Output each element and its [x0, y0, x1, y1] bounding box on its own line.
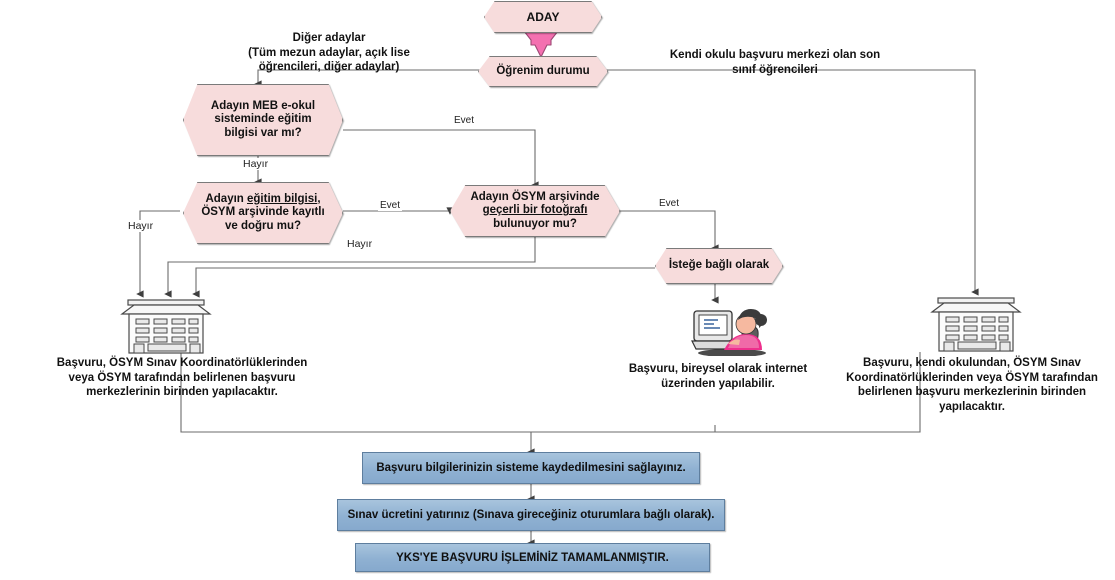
photo-check-text-b: bulunuyor mu?: [493, 217, 577, 230]
right-building-icon: [930, 297, 1022, 352]
step-box-2-label: Sınav ücretini yatırınız (Sınava gireceğ…: [347, 509, 715, 521]
node-education-status[interactable]: Öğrenim durumu: [478, 56, 608, 87]
caption-right-line4: yapılacaktır.: [939, 401, 1005, 414]
step-box-1-label: Başvuru bilgilerinizin sisteme kaydedilm…: [376, 462, 686, 474]
branch-label-own-school-line1: Kendi okulu başvuru merkezi olan son: [669, 49, 881, 61]
node-start-label: ADAY: [484, 1, 602, 33]
node-optional-label: İsteğe bağlı olarak: [655, 248, 783, 284]
caption-center: Başvuru, bireysel olarak internet üzerin…: [618, 362, 818, 391]
node-start[interactable]: ADAY: [484, 1, 602, 33]
caption-left-line2: veya ÖSYM tarafından belirlenen başvuru: [68, 371, 296, 384]
edge-label-no-3: Hayır: [345, 238, 375, 250]
branch-label-other-candidates-line2: (Tüm mezun adaylar, açık lise: [248, 46, 410, 59]
caption-center-line2: üzerinden yapılabilir.: [661, 377, 775, 390]
step-box-2[interactable]: Sınav ücretini yatırınız (Sınava gireceğ…: [337, 499, 725, 531]
edge-label-no-1: Hayır: [241, 158, 271, 170]
caption-right: Başvuru, kendi okulundan, ÖSYM Sınav Koo…: [836, 356, 1108, 415]
branch-label-own-school-line2: sınıf öğrencileri: [732, 63, 818, 76]
step-box-3-label: YKS'YE BAŞVURU İŞLEMİNİZ TAMAMLANMIŞTIR.: [396, 551, 669, 564]
start-connector-arrow: [523, 30, 559, 58]
osym-check-text-b: , ÖSYM arşivinde kayıtlı ve doğru mu?: [201, 192, 325, 232]
branch-label-other-candidates: Diğer adaylar (Tüm mezun adaylar, açık l…: [214, 31, 444, 75]
edge-label-yes-2: Evet: [378, 200, 403, 211]
node-osym-archive-check-label: Adayın eğitim bilgisi, ÖSYM arşivinde ka…: [183, 182, 343, 244]
node-osym-archive-check[interactable]: Adayın eğitim bilgisi, ÖSYM arşivinde ka…: [183, 182, 343, 244]
step-box-3[interactable]: YKS'YE BAŞVURU İŞLEMİNİZ TAMAMLANMIŞTIR.: [355, 543, 710, 572]
photo-check-text-underlined: geçerli bir fotoğrafı: [482, 204, 588, 217]
node-optional[interactable]: İsteğe bağlı olarak: [655, 248, 783, 284]
branch-label-own-school: Kendi okulu başvuru merkezi olan son sın…: [630, 48, 920, 77]
branch-label-other-candidates-line3: öğrencileri, diğer adaylar): [258, 61, 400, 74]
osym-check-text-a: Adayın: [205, 192, 248, 205]
edge-label-no-2: Hayır: [126, 220, 156, 232]
step-box-1[interactable]: Başvuru bilgilerinizin sisteme kaydedilm…: [362, 452, 700, 484]
node-photo-check[interactable]: Adayın ÖSYM arşivinde geçerli bir fotoğr…: [450, 185, 620, 237]
node-photo-check-label: Adayın ÖSYM arşivinde geçerli bir fotoğr…: [450, 185, 620, 237]
left-building-icon: [120, 299, 212, 354]
caption-left-line1: Başvuru, ÖSYM Sınav Koordinatörlüklerind…: [56, 357, 308, 369]
branch-label-other-candidates-line1: Diğer adaylar: [292, 32, 366, 44]
caption-right-line1: Başvuru, kendi okulundan, ÖSYM Sınav: [863, 357, 1081, 369]
photo-check-text-a: Adayın ÖSYM arşivinde: [470, 190, 600, 203]
edge-label-yes-1: Evet: [452, 115, 477, 126]
edge-label-yes-3: Evet: [657, 198, 682, 209]
osym-check-text-underlined: eğitim bilgisi: [247, 192, 318, 205]
caption-center-line1: Başvuru, bireysel olarak internet: [628, 363, 808, 375]
node-education-status-label: Öğrenim durumu: [478, 56, 608, 87]
caption-left-line3: merkezlerinin birinden yapılacaktır.: [86, 386, 278, 399]
caption-left: Başvuru, ÖSYM Sınav Koordinatörlüklerind…: [22, 356, 342, 400]
caption-right-line3: belirlenen başvuru merkezlerinin birinde…: [857, 386, 1087, 399]
person-at-computer-icon: [691, 309, 767, 356]
node-meb-check[interactable]: Adayın MEB e-okul sisteminde eğitim bilg…: [183, 84, 343, 156]
caption-right-line2: Koordinatörlüklerinden veya ÖSYM tarafın…: [846, 371, 1098, 384]
node-meb-check-label: Adayın MEB e-okul sisteminde eğitim bilg…: [183, 84, 343, 156]
